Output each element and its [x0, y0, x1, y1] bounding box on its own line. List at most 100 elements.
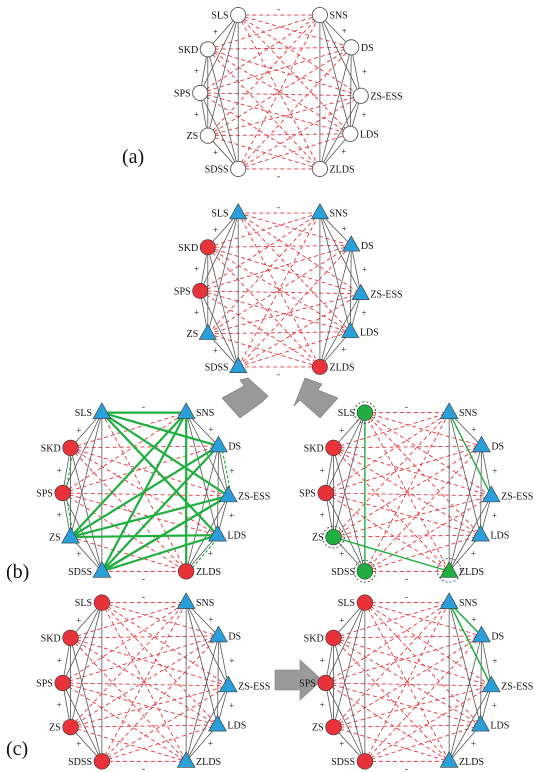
positive-edge [207, 14, 239, 136]
negative-edge [207, 48, 361, 97]
positive-edge [185, 495, 229, 572]
positive-edge [218, 445, 229, 496]
negative-edge [62, 492, 187, 572]
negative-edge [237, 293, 361, 368]
node-sdss [356, 753, 374, 770]
negative-edge [238, 133, 351, 170]
positive-sign: + [320, 700, 325, 710]
node-zs-ess [351, 283, 370, 300]
positive-sign: + [342, 26, 347, 36]
flipped-edge [70, 534, 218, 539]
node-skd [199, 41, 216, 58]
node-zlds [176, 751, 196, 768]
node-label: SNS [196, 408, 214, 419]
negative-edge [207, 133, 351, 137]
positive-sign: + [339, 425, 344, 435]
positive-edge [185, 635, 219, 762]
positive-edge [448, 412, 481, 536]
node-sls [93, 594, 111, 611]
node-sns [439, 592, 459, 609]
positive-sign: + [471, 548, 476, 558]
negative-edge [364, 602, 450, 762]
node-label: SKD [178, 45, 198, 56]
positive-edge [70, 447, 103, 572]
negative-edge [237, 212, 321, 368]
node-skd [325, 439, 342, 457]
positive-edge [480, 445, 482, 536]
negative-edge [200, 244, 352, 292]
node-sls [356, 404, 374, 421]
positive-edge [207, 247, 239, 368]
negative-edge [333, 495, 492, 538]
negative-edge [70, 445, 219, 449]
node-label: ZS-ESS [501, 681, 533, 692]
negative-edge [207, 293, 361, 335]
node-label: LDS [227, 531, 246, 542]
node-label: SPS [174, 88, 191, 99]
node-lds [208, 524, 227, 542]
node-ds [209, 435, 228, 453]
negative-edge [70, 724, 218, 728]
negative-edge [207, 246, 361, 295]
positive-sign: + [208, 738, 213, 748]
node-label: SLS [338, 408, 355, 419]
positive-edge [350, 245, 362, 294]
node-label: SDSS [205, 362, 229, 373]
node-label: ZLDS [196, 567, 221, 578]
positive-edge [325, 412, 366, 494]
positive-sign: + [208, 548, 213, 558]
node-sdss [93, 753, 111, 770]
positive-sign: + [76, 549, 81, 559]
panel-label-a: (a) [122, 146, 144, 168]
node-ds [342, 235, 361, 252]
positive-sign: + [76, 615, 81, 625]
positive-sign: + [492, 701, 497, 711]
positive-edge [333, 447, 366, 572]
node-label: DS [361, 241, 374, 252]
positive-edge [185, 412, 229, 497]
positive-edge [62, 602, 103, 684]
node-label: ZS-ESS [370, 289, 402, 300]
node-label: SPS [299, 678, 316, 689]
negative-edge [364, 534, 481, 572]
positive-sign: + [341, 146, 346, 156]
positive-sign: + [194, 264, 199, 274]
positive-sign: + [229, 511, 234, 521]
positive-edge [350, 47, 362, 96]
node-lds [471, 714, 490, 732]
positive-sign: + [492, 656, 497, 666]
positive-edge [199, 290, 239, 368]
negative-edge [333, 445, 482, 449]
negative-edge [101, 685, 229, 762]
positive-sign: + [342, 224, 347, 234]
node-label: SLS [211, 209, 228, 220]
node-sdss [92, 561, 112, 578]
negative-edge [333, 447, 450, 572]
negative-edge [333, 445, 482, 538]
node-label: SPS [174, 286, 191, 297]
positive-sign: + [320, 655, 325, 665]
negative-edge [238, 331, 351, 368]
node-label: ZS-ESS [501, 491, 533, 502]
negative-edge [364, 635, 482, 762]
node-zlds [439, 561, 459, 578]
node-label: SLS [75, 408, 92, 419]
positive-sign: + [76, 425, 81, 435]
negative-edge [207, 244, 352, 248]
node-sdss [230, 160, 247, 177]
flipped-edge [65, 492, 75, 538]
negative-edge [364, 602, 450, 762]
arrow-right [274, 659, 323, 701]
negative-edge [364, 724, 481, 762]
negative-edge [364, 602, 492, 687]
node-highlight-ring [353, 401, 377, 424]
node-skd [62, 629, 79, 647]
flipped-edge [70, 494, 229, 539]
negative-edge [364, 495, 492, 572]
negative-edge [237, 212, 351, 333]
flipped-edge [101, 494, 229, 573]
positive-edge [199, 212, 239, 292]
panel-label-c: (c) [6, 738, 28, 760]
